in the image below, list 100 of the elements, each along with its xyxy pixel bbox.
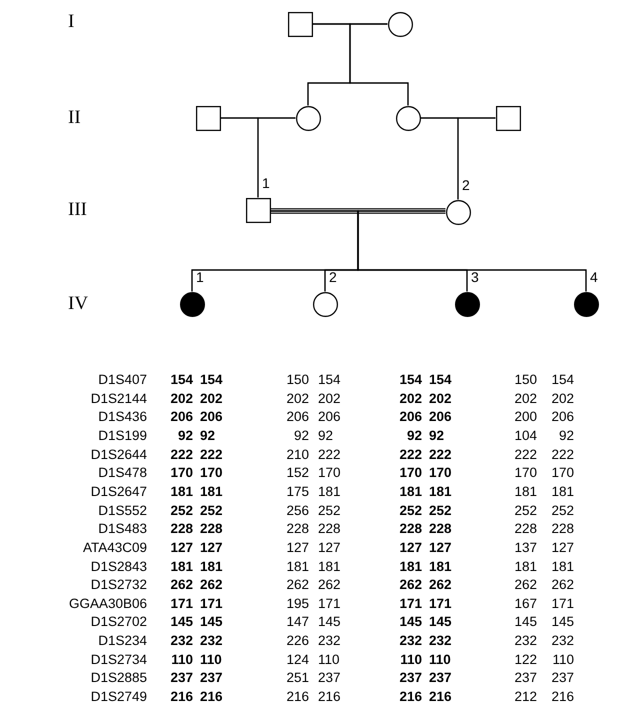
allele-size: 216 — [551, 690, 574, 704]
allele-size: 232 — [318, 634, 341, 648]
allele-size: 237 — [429, 671, 452, 685]
allele-size: 206 — [286, 410, 309, 424]
allele-size: 228 — [551, 522, 574, 536]
marker-name: D1S2144 — [90, 392, 147, 406]
allele-size: 92 — [294, 428, 309, 442]
allele-size: 170 — [399, 466, 422, 480]
marker-name: GGAA30B06 — [68, 596, 147, 610]
individual-number: 4 — [590, 270, 598, 284]
allele-size: 262 — [551, 578, 574, 592]
allele-size: 110 — [552, 652, 574, 666]
allele-size: 256 — [286, 504, 309, 518]
allele-size: 170 — [551, 466, 574, 480]
allele-size: 216 — [318, 690, 341, 704]
allele-size: 127 — [318, 540, 341, 554]
allele-size: 145 — [170, 615, 193, 629]
allele-size: 154 — [318, 373, 341, 386]
allele-size: 228 — [170, 522, 193, 536]
allele-size: 181 — [429, 484, 452, 498]
allele-size: 181 — [170, 484, 193, 498]
allele-size: 222 — [318, 448, 341, 462]
allele-size: 222 — [551, 448, 574, 462]
marker-name: D1S478 — [98, 466, 147, 480]
allele-size: 262 — [200, 578, 223, 592]
allele-size: 202 — [200, 392, 223, 406]
allele-size: 252 — [399, 504, 422, 518]
marker-name: D1S552 — [98, 504, 147, 518]
allele-size: 206 — [170, 410, 193, 424]
allele-size: 222 — [200, 448, 223, 462]
individual-number: 3 — [471, 270, 479, 284]
allele-size: 237 — [551, 671, 574, 685]
allele-size: 154 — [200, 373, 223, 386]
allele-size: 222 — [514, 448, 537, 462]
allele-size: 202 — [170, 392, 193, 406]
allele-size: 181 — [551, 484, 574, 498]
allele-size: 92 — [200, 428, 216, 442]
allele-size: 127 — [170, 540, 193, 554]
allele-size: 110 — [200, 652, 222, 666]
marker-name: D1S2734 — [90, 652, 147, 666]
marker-name: D1S2885 — [90, 671, 147, 685]
allele-size: 222 — [170, 448, 193, 462]
allele-size: 145 — [551, 615, 574, 629]
allele-size: 127 — [200, 540, 223, 554]
allele-size: 216 — [200, 690, 223, 704]
allele-size: 200 — [514, 410, 537, 424]
marker-name: D1S436 — [98, 410, 147, 424]
allele-size: 216 — [170, 690, 193, 704]
allele-size: 171 — [318, 596, 341, 610]
allele-size: 92 — [429, 428, 444, 442]
allele-size: 232 — [200, 634, 223, 648]
allele-size: 181 — [399, 484, 422, 498]
allele-size: 104 — [514, 428, 537, 442]
allele-size: 152 — [286, 466, 309, 480]
allele-size: 206 — [429, 410, 452, 424]
allele-size: 216 — [286, 690, 309, 704]
allele-size: 92 — [558, 428, 574, 442]
allele-size: 181 — [318, 560, 341, 573]
allele-size: 145 — [429, 615, 452, 629]
allele-size: 262 — [318, 578, 341, 592]
allele-size: 167 — [514, 596, 537, 610]
allele-size: 181 — [514, 484, 537, 498]
allele-size: 171 — [399, 596, 422, 610]
pedigree-line — [457, 117, 496, 200]
allele-size: 232 — [551, 634, 574, 648]
allele-size: 145 — [514, 615, 537, 629]
generation-label: III — [68, 200, 87, 219]
allele-size: 170 — [514, 466, 537, 480]
allele-size: 206 — [551, 410, 574, 424]
allele-size: 210 — [286, 448, 309, 462]
allele-size: 154 — [399, 373, 422, 386]
allele-size: 237 — [399, 671, 422, 685]
allele-size: 262 — [286, 578, 309, 592]
individual-number: 2 — [329, 270, 337, 284]
marker-name: ATA43C09 — [82, 540, 147, 554]
allele-size: 252 — [200, 504, 223, 518]
allele-size: 252 — [551, 504, 574, 518]
allele-size: 216 — [399, 690, 422, 704]
allele-size: 127 — [429, 540, 452, 554]
allele-size: 181 — [514, 560, 537, 573]
allele-size: 232 — [399, 634, 422, 648]
allele-size: 92 — [318, 428, 334, 442]
allele-size: 170 — [318, 466, 341, 480]
allele-size: 202 — [318, 392, 341, 406]
allele-size: 145 — [318, 615, 341, 629]
allele-size: 202 — [429, 392, 452, 406]
allele-size: 170 — [429, 466, 452, 480]
marker-name: D1S2644 — [90, 448, 147, 462]
allele-size: 252 — [429, 504, 452, 518]
marker-name: D1S2702 — [90, 615, 147, 629]
allele-size: 181 — [170, 560, 193, 573]
individual-number: 1 — [262, 176, 270, 190]
individual-number: 2 — [462, 178, 470, 192]
consanguineous-marriage-line — [270, 208, 446, 214]
allele-size: 232 — [429, 634, 452, 648]
allele-size: 202 — [551, 392, 574, 406]
allele-size: 237 — [170, 671, 193, 685]
allele-size: 127 — [286, 540, 309, 554]
allele-size: 252 — [318, 504, 341, 518]
allele-size: 262 — [170, 578, 193, 592]
